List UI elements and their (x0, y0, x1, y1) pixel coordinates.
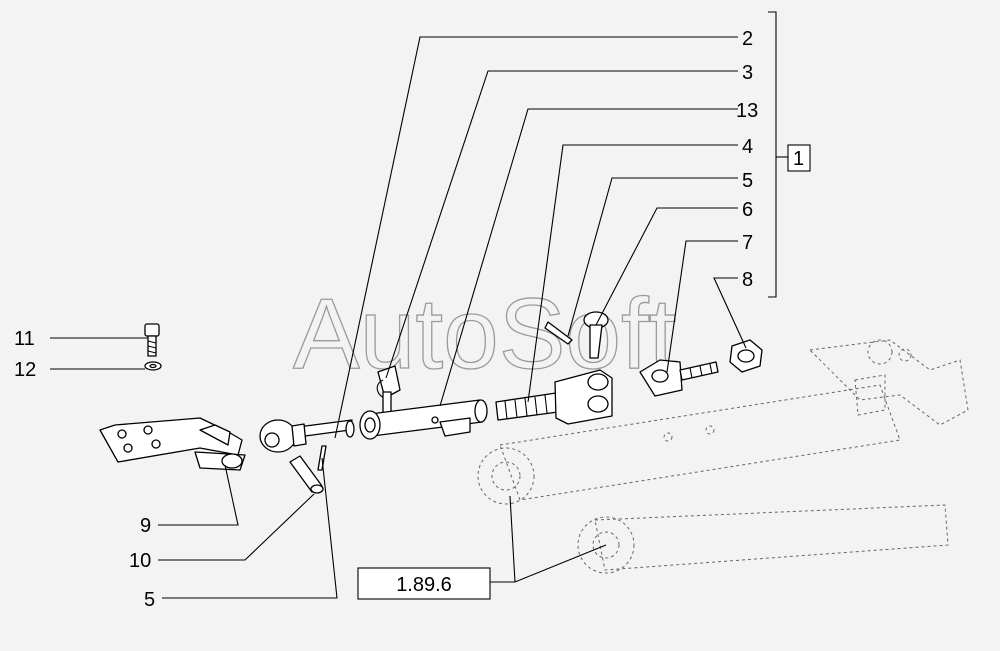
callout-4: 4 (742, 136, 753, 158)
callout-5-lower: 5 (144, 589, 155, 611)
eye-bolt (639, 359, 719, 397)
assembly-ref-box (787, 144, 811, 172)
leader-lines (50, 11, 788, 599)
reference-box[interactable] (357, 567, 491, 600)
callout-5-upper: 5 (742, 170, 753, 192)
callout-9: 9 (140, 515, 151, 537)
callout-12: 12 (14, 359, 36, 381)
callout-13: 13 (736, 100, 758, 122)
rod-end (259, 419, 355, 453)
threaded-fork (495, 369, 613, 425)
reference-lower-links (477, 339, 969, 574)
tube-body (359, 399, 488, 440)
pin (289, 455, 324, 494)
watermark-text: AutoSoft (293, 278, 677, 390)
split-pin-upper (544, 321, 573, 345)
callout-2: 2 (742, 28, 753, 50)
spring-clip (376, 365, 401, 419)
callout-8: 8 (742, 269, 753, 291)
bolt (144, 323, 160, 357)
reference-box-label[interactable]: 1.89.6 (396, 574, 452, 596)
callout-10: 10 (129, 550, 151, 572)
callout-11: 11 (14, 328, 35, 350)
clevis-pin (583, 311, 609, 359)
callout-3: 3 (742, 62, 753, 84)
assembly-ref-label: 1 (793, 148, 804, 170)
washer-hole (149, 363, 157, 369)
callout-7: 7 (742, 232, 753, 254)
nut (729, 339, 763, 373)
bracket-plate (99, 417, 246, 471)
callout-6: 6 (742, 199, 753, 221)
